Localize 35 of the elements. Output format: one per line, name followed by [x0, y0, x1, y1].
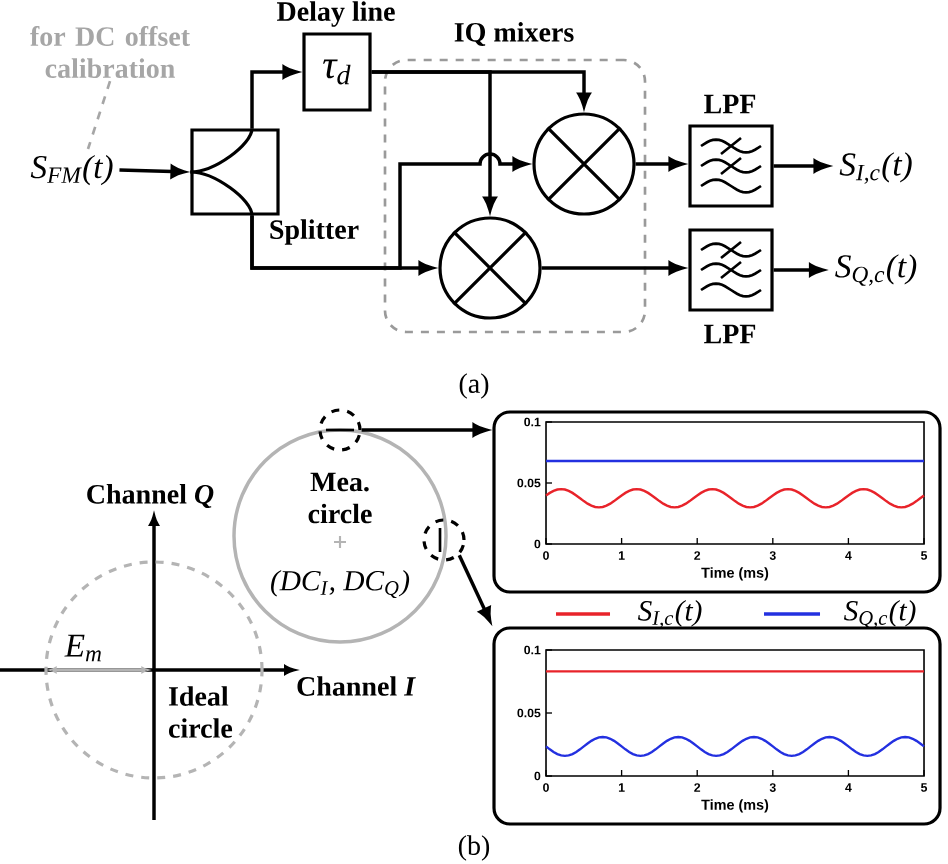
axis-label: Channel Q — [87, 484, 214, 508]
dimension-label: E$_{m}$ — [64, 634, 101, 662]
delay-label: Delay line — [277, 1, 395, 27]
splitter-label: Splitter — [270, 219, 359, 245]
arrow — [361, 423, 488, 437]
arrow — [773, 159, 829, 173]
arrow — [119, 164, 186, 179]
mixer-symbol — [438, 216, 542, 320]
arrow — [250, 65, 298, 129]
group-label: IQ mixers — [454, 22, 574, 46]
circle-label: Ideal circle — [168, 686, 233, 738]
zoom-circle — [422, 518, 466, 562]
arrow — [773, 263, 824, 277]
center-label: (DC$_{I}$, DC$_{Q}$) — [271, 570, 410, 599]
figure-label: (a) — [459, 373, 489, 399]
circle-label: Mea. circle — [308, 472, 372, 524]
figure-label: (b) — [458, 835, 490, 861]
arrow — [541, 261, 684, 275]
note-text: for DC offset calibration — [30, 26, 190, 78]
mixer-symbol — [532, 112, 636, 216]
filter-label: LPF — [704, 324, 756, 344]
legend-label: S$_{I,c}$(t) — [637, 600, 702, 628]
arrow — [457, 554, 492, 623]
zoom-circle — [318, 408, 362, 452]
arrow — [635, 157, 684, 171]
filter-label: LPF — [704, 94, 756, 114]
arrow — [371, 70, 497, 212]
signal-label: S$_{Q,c}$(t) — [835, 254, 917, 286]
delay-box: τ$_{d}$ — [302, 32, 372, 112]
leader-line — [86, 80, 112, 150]
signal-label: S$_{FM}$(t) — [30, 154, 113, 186]
legend-label: S$_{Q,c}$(t) — [843, 600, 916, 629]
arrow — [250, 152, 528, 270]
axis-label: Channel I — [297, 676, 416, 696]
signal-label: S$_{I,c}$(t) — [839, 152, 912, 184]
